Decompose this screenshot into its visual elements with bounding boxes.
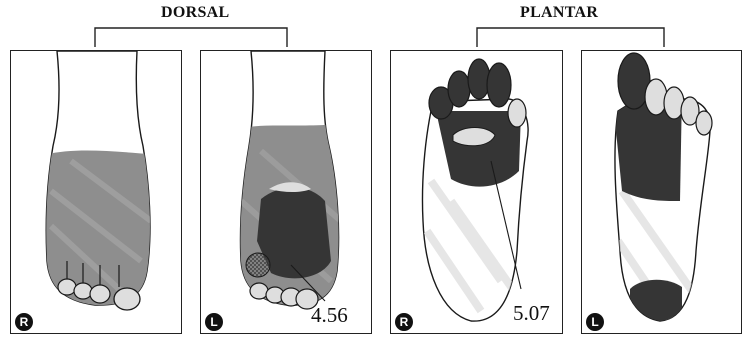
side-badge-left: L: [205, 313, 223, 331]
side-badge-right: R: [15, 313, 33, 331]
panel-plantar-right: R 5.07: [390, 50, 563, 334]
sensory-threshold-value: 5.07: [513, 301, 550, 326]
panel-dorsal-left: L 4.56: [200, 50, 372, 334]
plantar-left-foot-diagram: [582, 51, 742, 334]
dorsal-right-foot-diagram: [11, 51, 182, 334]
panel-plantar-left: L: [581, 50, 742, 334]
side-badge-right: R: [395, 313, 413, 331]
side-badge-left: L: [586, 313, 604, 331]
plantar-right-foot-diagram: [391, 51, 563, 334]
sensory-threshold-value: 4.56: [311, 303, 348, 328]
panel-dorsal-right: R: [10, 50, 182, 334]
dorsal-left-foot-diagram: [201, 51, 372, 334]
